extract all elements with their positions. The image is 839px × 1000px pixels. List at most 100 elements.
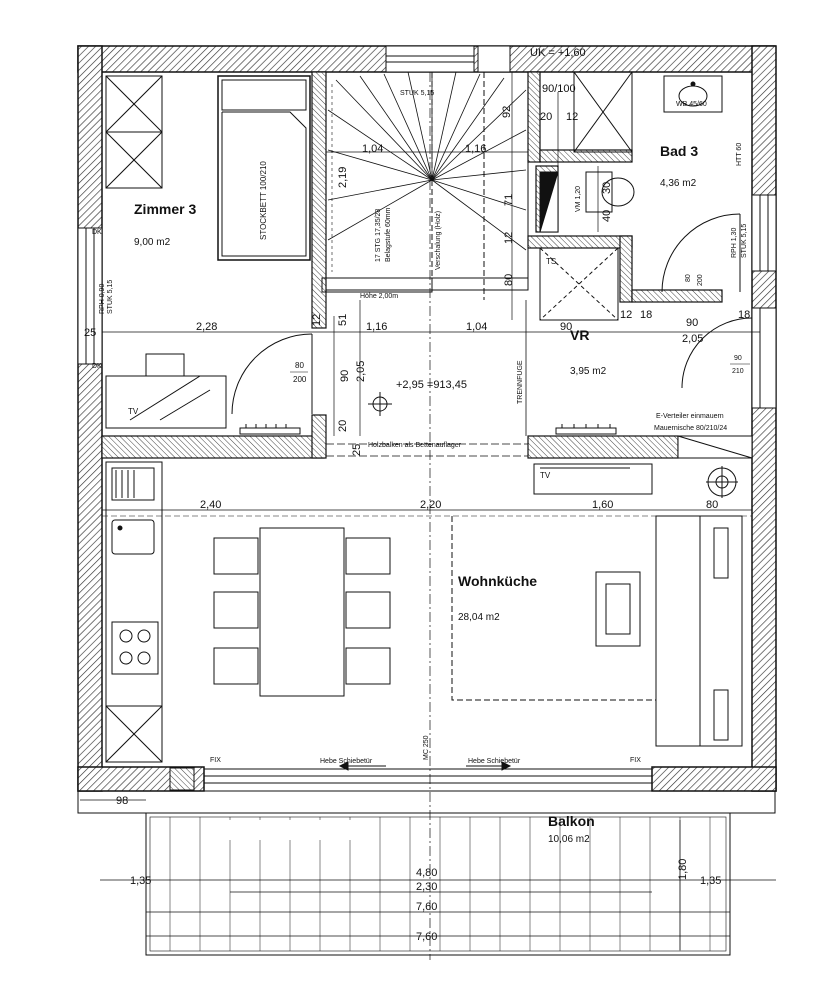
dim-92: 92 <box>501 106 513 118</box>
dimension-lines <box>100 72 776 960</box>
level-label: +2,95 =913,45 <box>396 379 467 391</box>
dim-80a: 80 <box>503 274 515 286</box>
vr-name: VR <box>570 327 589 343</box>
dim-2-05b: 2,05 <box>355 361 367 382</box>
level-marker <box>368 392 392 416</box>
dim-1-35b: 1,35 <box>700 875 721 887</box>
wc-toilet <box>585 171 635 213</box>
stuk-right: STUK 5,15 <box>741 224 748 258</box>
door-bad-height: 200 <box>697 274 704 286</box>
door-entrance <box>681 317 753 389</box>
door-zimmer3: 80 200 <box>231 333 313 415</box>
bunk-bed-label: STOCKBETT 100/210 <box>259 161 268 240</box>
dim-40: 40 <box>601 210 613 222</box>
dim-7-60a: 7,60 <box>416 901 437 913</box>
inner-walls <box>101 71 723 459</box>
dim-18a: 18 <box>640 309 652 321</box>
sliding-doors <box>169 761 652 791</box>
rph-left: RPH 0,90 <box>99 284 106 314</box>
balkon-name: Balkon <box>548 813 595 829</box>
door-height: 200 <box>293 375 307 384</box>
fix-right: FIX <box>630 757 641 764</box>
dim-12c: 12 <box>311 314 323 326</box>
bad3-name: Bad 3 <box>660 143 698 159</box>
washbasin <box>663 75 723 113</box>
door-entrance-height: 210 <box>732 368 744 375</box>
dim-51: 51 <box>337 314 349 326</box>
dimension-labels: 1,04 1,16 92 2,19 20 12 71 12 80 30 40 2… <box>84 106 750 943</box>
dim-7-60b: 7,60 <box>416 931 437 943</box>
htt-label: HTT 60 <box>736 143 743 166</box>
hebe-schiebe-left: Hebe Schiebetür <box>320 758 373 765</box>
dim-1-04: 1,04 <box>362 143 383 155</box>
tv-label-wohn: TV <box>540 471 551 480</box>
dim-30: 30 <box>601 182 613 194</box>
bad3-labels: Bad 3 4,36 m2 90/100 WB 45/60 HTT 60 VM … <box>542 83 748 286</box>
vr-area: 3,95 m2 <box>570 366 607 377</box>
stuk-left: STUK 5,15 <box>107 280 114 314</box>
sliding-door-labels: FIX FIX Hebe Schiebetür Hebe Schiebetür <box>210 757 641 765</box>
radiator-vr <box>555 424 617 435</box>
hebe-schiebe-right: Hebe Schiebetür <box>468 758 521 765</box>
dim-1-35a: 1,35 <box>130 875 151 887</box>
wohnkueche-area: 28,04 m2 <box>458 612 500 623</box>
dim-4-80: 4,80 <box>416 867 437 879</box>
cooktop <box>111 621 159 675</box>
stair-text1: 17 STG 17,35/28 <box>375 209 382 262</box>
outer-walls <box>77 45 777 792</box>
zimmer3-room: STOCKBETT 100/210 Zimmer 3 9,00 m2 TV 80… <box>92 75 313 435</box>
dk-left-bottom: DK <box>92 363 102 370</box>
wb-label: WB 45/60 <box>676 101 707 108</box>
tv-label-zimmer: TV <box>128 407 139 416</box>
dim-1-04b: 1,04 <box>466 321 487 333</box>
dim-90b: 90 <box>686 317 698 329</box>
tv-board <box>533 463 653 495</box>
stuk-top: STUK 5,15 <box>400 90 434 97</box>
everteiler-1: E-Verteiler einmauern <box>656 413 724 420</box>
everteiler-2: Mauernische 80/210/24 <box>654 425 727 432</box>
dim-1-16b: 1,16 <box>366 321 387 333</box>
dim-25: 25 <box>84 327 96 339</box>
stair-text3: Verschalung (Holz) <box>435 211 442 270</box>
dim-1-80: 1,80 <box>677 859 689 880</box>
dim-2-05a: 2,05 <box>682 333 703 345</box>
dim-2-30: 2,30 <box>416 881 437 893</box>
wohnkueche-labels: Wohnküche 28,04 m2 TV <box>458 471 551 623</box>
trennfuge-label: TRENNFUGE <box>517 360 524 404</box>
bad3-area: 4,36 m2 <box>660 178 697 189</box>
hoehe-label: Höhe 2,00m <box>360 293 398 300</box>
stair-text2: Belagstufe 60mm <box>385 207 392 262</box>
kitchen-counter <box>105 461 163 763</box>
ts-label: TS <box>546 257 556 266</box>
dim-2-20: 2,20 <box>420 499 441 511</box>
balkon <box>77 790 776 956</box>
staircase <box>321 71 529 300</box>
chimney <box>706 466 738 498</box>
dining-table <box>213 527 391 697</box>
dim-90a: 90 <box>560 321 572 333</box>
dim-25b: 25 <box>351 444 363 456</box>
door-width: 80 <box>295 361 304 370</box>
zimmer3-name: Zimmer 3 <box>134 201 196 217</box>
dim-2-28: 2,28 <box>196 321 217 333</box>
dim-90c: 90 <box>339 370 351 382</box>
vr-room: VR 3,95 m2 TRENNFUGE 90 210 E-Verteiler … <box>517 300 753 459</box>
holzbalken-label: Holzbalken als Bettenauflager <box>368 442 462 449</box>
balkon-labels: Balkon 10,06 m2 <box>548 813 595 845</box>
door-90-100: 90/100 <box>542 83 576 95</box>
dim-1-16: 1,16 <box>465 143 486 155</box>
radiator-zimmer <box>239 424 301 435</box>
tv-cabinet: TV <box>105 353 227 429</box>
dim-12a: 12 <box>566 111 578 123</box>
door-bad-width: 80 <box>685 274 692 282</box>
dim-12b: 12 <box>503 232 515 244</box>
mc-label: MC 250 <box>423 735 430 760</box>
sofa <box>655 515 743 747</box>
shower <box>539 247 619 321</box>
uk-top-label: UK = +1,60 <box>530 47 586 59</box>
dim-80b: 80 <box>706 499 718 511</box>
wohnkueche-room <box>102 461 752 763</box>
dk-left-top: DK <box>92 229 102 236</box>
dim-2-40: 2,40 <box>200 499 221 511</box>
zimmer3-area: 9,00 m2 <box>134 237 171 248</box>
